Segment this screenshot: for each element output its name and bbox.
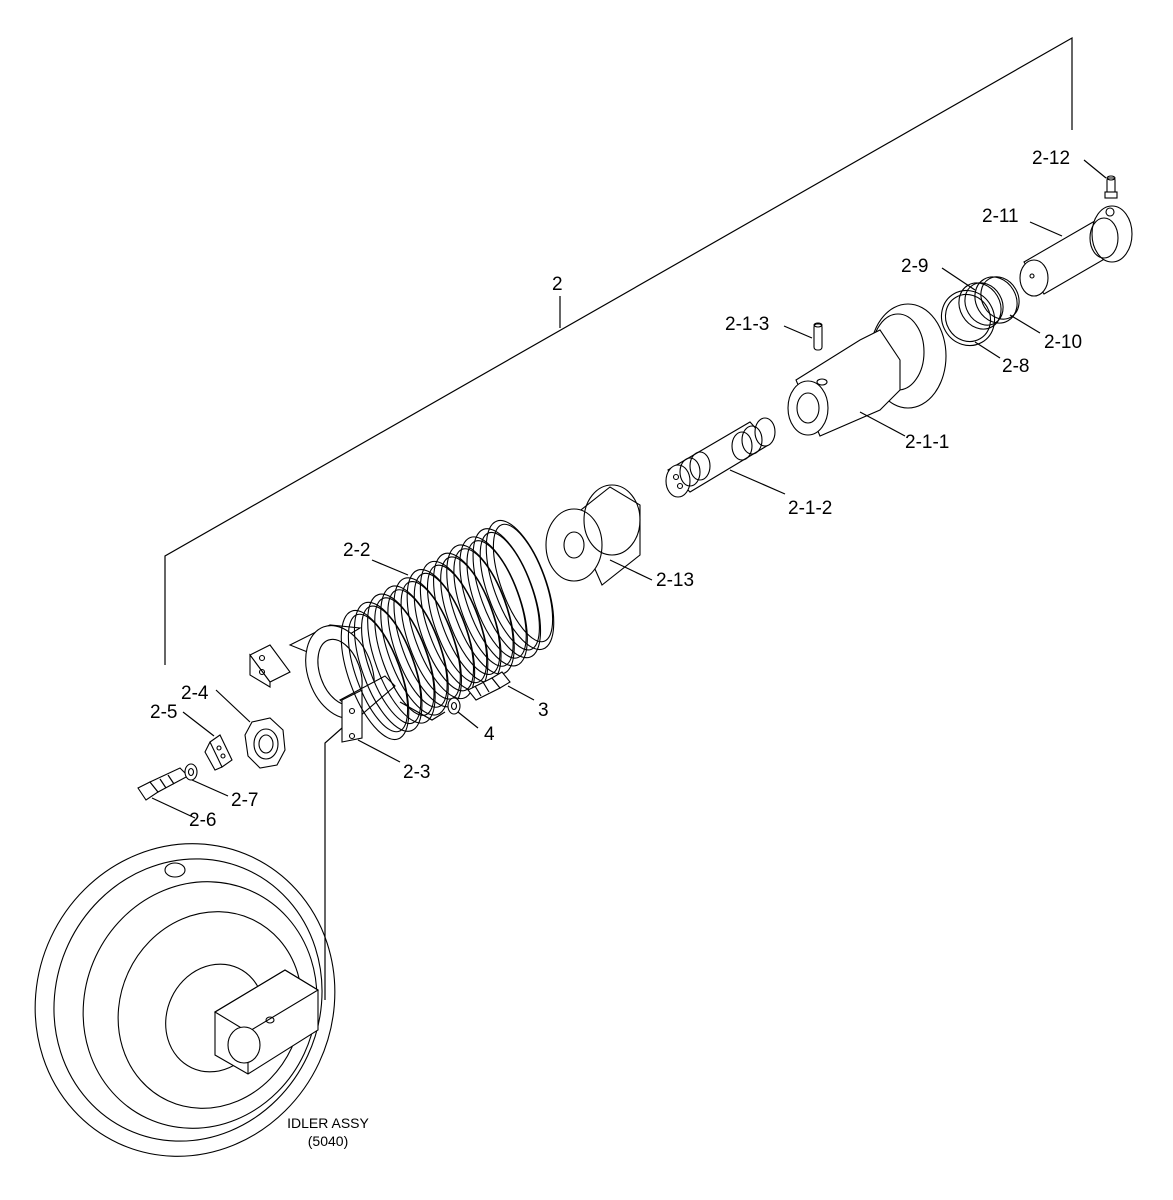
leader-2-1-2 [729,469,786,495]
leader-2-3 [357,739,401,763]
spring-2-2 [340,519,555,741]
label-main-2: 2 [552,274,563,295]
leader-idler [324,727,343,1000]
leader-4b [457,711,479,729]
leader-2-10 [1009,314,1041,334]
caption-line-2: (5040) [308,1133,348,1149]
spring-coil-inner [413,572,475,692]
pin-2-11 [1019,205,1133,297]
label-2-6: 2-6 [189,810,216,831]
ring-2-9 [958,282,1004,330]
spring-coil-inner [466,540,527,659]
label-2-1-2: 2-1-2 [788,498,832,519]
spring-coil-inner [440,556,501,675]
spring-coil-inner [347,613,409,733]
ring-2-10 [974,276,1020,324]
spring-coil-inner [400,581,461,700]
spring-coil-inner [374,597,435,716]
label-2-2: 2-2 [343,540,370,561]
piston-2-1-1 [787,303,947,437]
label-3: 3 [538,700,549,721]
washer-2-7 [184,763,198,781]
caption-line-1: IDLER ASSY [287,1115,369,1131]
leader-3 [507,685,535,701]
spring-coil-inner [426,564,488,684]
yoke-2-3 [249,624,396,743]
seal-2-8 [940,289,996,347]
label-2-5: 2-5 [150,702,177,723]
label-2-8: 2-8 [1002,356,1029,377]
nut-2-4 [244,717,286,769]
leader-2-11 [1029,221,1063,237]
leader-2-4 [215,689,251,723]
label-2-11: 2-11 [982,206,1019,227]
label-2-4: 2-4 [181,683,209,704]
spring-coil-inner [492,523,554,643]
washer-4 [447,697,461,715]
leader-2-9 [941,267,976,291]
label-2-7: 2-7 [231,790,258,811]
lock-plate-2-5 [204,734,233,771]
leader-2-5 [182,711,215,737]
assembly-bracket-line [164,36,1073,665]
bushing-2-13 [545,484,641,586]
leader-2-1-1 [859,411,906,437]
spring-coil-inner [479,531,540,651]
label-4: 4 [484,724,495,745]
leader-2-13 [609,559,653,581]
label-2-13: 2-13 [656,570,694,591]
label-2-3: 2-3 [403,762,430,783]
spring-coil-inner [361,605,422,725]
leader-4 [399,701,446,721]
label-2-12: 2-12 [1032,148,1070,169]
bolt-3 [467,671,511,701]
label-2-10: 2-10 [1044,332,1082,353]
leader-2-12 [1083,159,1107,179]
leader-2-6 [151,797,196,819]
leader-2-1-3 [783,325,813,339]
fitting-2-12 [1104,175,1118,199]
shaft-2-1-2 [665,417,776,498]
leader-2-7 [191,779,229,797]
label-2-1-1: 2-1-1 [905,432,949,453]
spring-coil-inner [387,589,448,708]
leader-2-8 [974,341,1001,359]
spring-coil-inner [453,548,514,667]
label-2-9: 2-9 [901,256,928,277]
pin-2-1-3 [813,322,823,351]
leader-2-2 [371,559,409,576]
bolt-2-6 [137,767,189,801]
idler-wheel [34,843,336,1157]
label-2-1-3: 2-1-3 [725,314,769,335]
